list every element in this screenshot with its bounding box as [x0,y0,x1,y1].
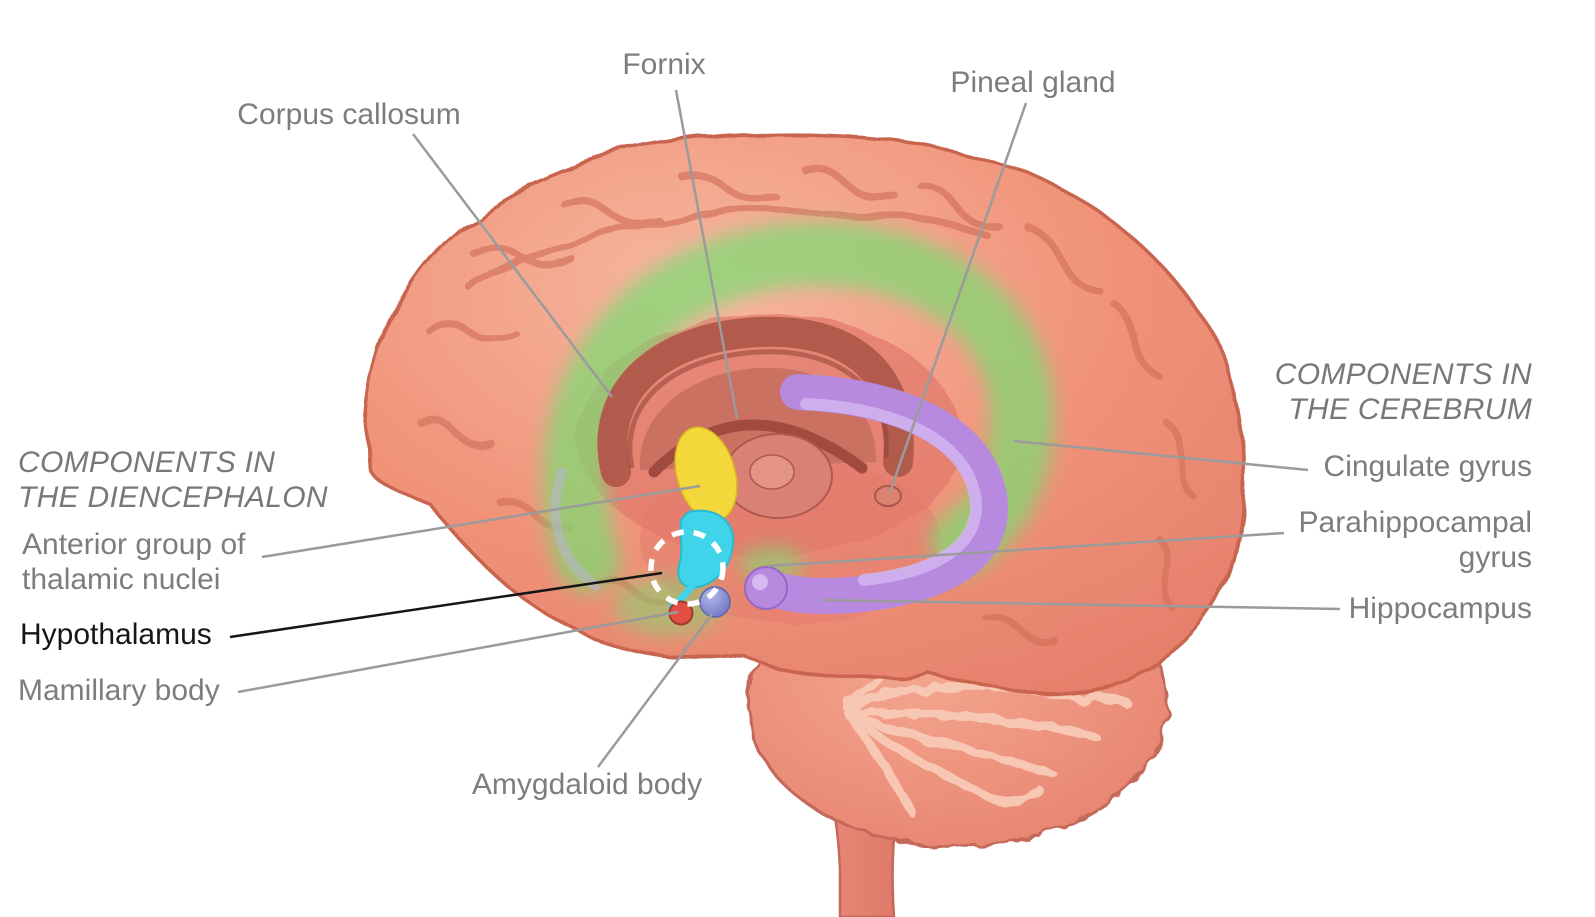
cerebrum-section-header: COMPONENTS IN THE CEREBRUM [1274,358,1532,426]
hippocampus-head [744,566,788,610]
hypothalamus-dashed-circle [648,529,726,607]
interthalamic-adhesion [749,454,795,490]
cingulate-gyrus-highlight [542,222,1055,636]
pineal-gland-leader-line [888,102,1028,493]
subcallosal-green-patch [614,576,722,636]
cingulate-band [542,222,1055,592]
leader-lines [229,89,1341,768]
fornix-leader-line [674,89,739,419]
pineal-gland-label: Pineal gland [950,66,1116,99]
cerebrum-sulci [416,163,1198,644]
hippocampus-highlight [800,398,983,586]
fornix-label: Fornix [622,48,706,81]
hippocampus-head-highlight [752,574,768,590]
hippocampus-leader-line [821,598,1341,611]
cingulate-gyrus-leader-line [1013,439,1309,472]
hippocampus-label: Hippocampus [1348,592,1532,625]
anterior-commissure-arc [550,467,601,591]
hypothalamus-label: Hypothalamus [20,618,212,651]
anterior-thalamic-label: Anterior group of thalamic nuclei [22,528,246,596]
amygdaloid-body-label: Amygdaloid body [471,768,703,801]
corpus-callosum-leader-line [412,133,613,398]
hippocampus-shape [744,374,1008,614]
corpus-callosum-label: Corpus callosum [237,98,461,131]
hypothalamus-leader-line [229,571,663,639]
amygdaloid-leader-line [596,613,714,768]
mamillary-body-label: Mamillary body [18,674,220,707]
diencephalon-section-header: COMPONENTS IN THE DIENCEPHALON [18,446,328,514]
mamillary-leader-line [237,610,679,694]
parahippocampal-leader-line [767,531,1285,568]
cingulate-gyrus-label: Cingulate gyrus [1323,450,1532,483]
pineal-gland-shape [874,485,902,507]
parahippocampal-gyrus-label: Parahippocampal gyrus [1298,506,1532,574]
anterior-thalamic-leader-line [261,484,701,559]
